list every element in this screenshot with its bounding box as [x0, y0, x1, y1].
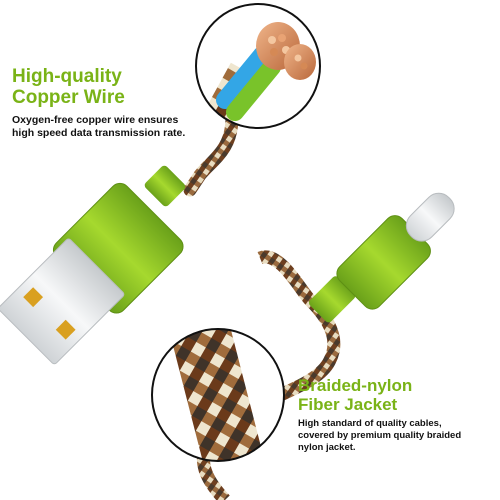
- usb-a-connector: [0, 238, 125, 365]
- jacket-title-line1: Braided-nylon: [298, 376, 413, 395]
- jacket-desc-line2: covered by premium quality braided: [298, 430, 462, 441]
- copper-desc-line1: Oxygen-free copper wire ensures: [12, 114, 179, 126]
- cable-top-segment: [183, 111, 239, 197]
- braided-jacket-zoom: [151, 328, 285, 462]
- jacket-desc-line1: High standard of quality cables,: [298, 418, 442, 429]
- copper-title-line2: Copper Wire: [12, 87, 125, 108]
- jacket-desc-line3: nylon jacket.: [298, 442, 356, 453]
- copper-wire-zoom: [195, 3, 321, 129]
- usb-a-strain-relief: [144, 165, 186, 207]
- copper-desc-line2: high speed data transmission rate.: [12, 127, 186, 139]
- usb-c-strain-relief: [309, 276, 356, 323]
- jacket-title-line2: Fiber Jacket: [298, 395, 398, 414]
- copper-title-line1: High-quality: [12, 66, 122, 87]
- usb-c-connector: [405, 192, 455, 242]
